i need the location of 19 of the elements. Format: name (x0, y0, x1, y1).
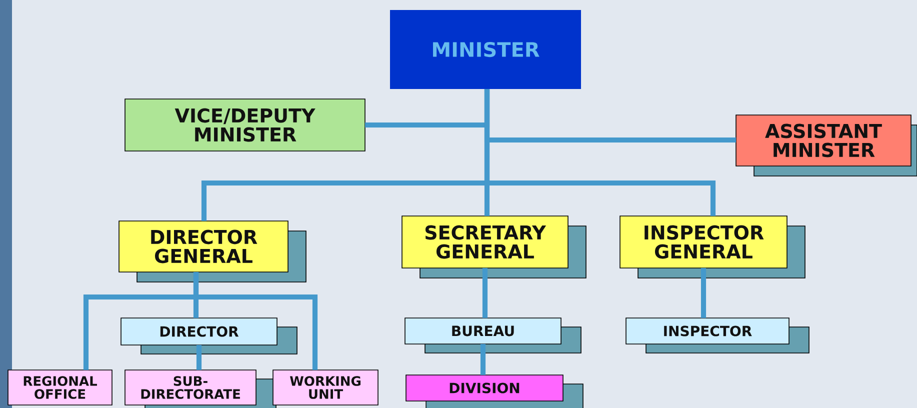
unit-box: INSPECTOR (626, 318, 810, 354)
position-box: INSPECTOR GENERAL (620, 216, 806, 278)
position-box: DIRECTOR GENERAL (118, 220, 306, 282)
connector-line (480, 344, 486, 375)
unit-box: DIVISION (406, 374, 584, 408)
unit-box: SUB-DIRECTORATE (124, 370, 276, 408)
unit-box: REGIONAL OFFICE (8, 370, 112, 406)
position-box: SECRETARY GENERAL (402, 216, 586, 278)
connector-line (482, 268, 488, 318)
connector-line (700, 268, 706, 318)
unit-box: WORKING UNIT (272, 370, 378, 406)
position-box: ASSISTANT MINISTER (736, 114, 917, 176)
connector-line (484, 89, 716, 216)
unit-box: DIRECTOR (120, 318, 298, 354)
connector-line (193, 272, 318, 370)
unit-box: BUREAU (404, 318, 582, 354)
position-box: VICE/DEPUTY MINISTER (124, 98, 366, 152)
connector-line (196, 345, 202, 370)
title-box: MINISTER (390, 10, 581, 89)
